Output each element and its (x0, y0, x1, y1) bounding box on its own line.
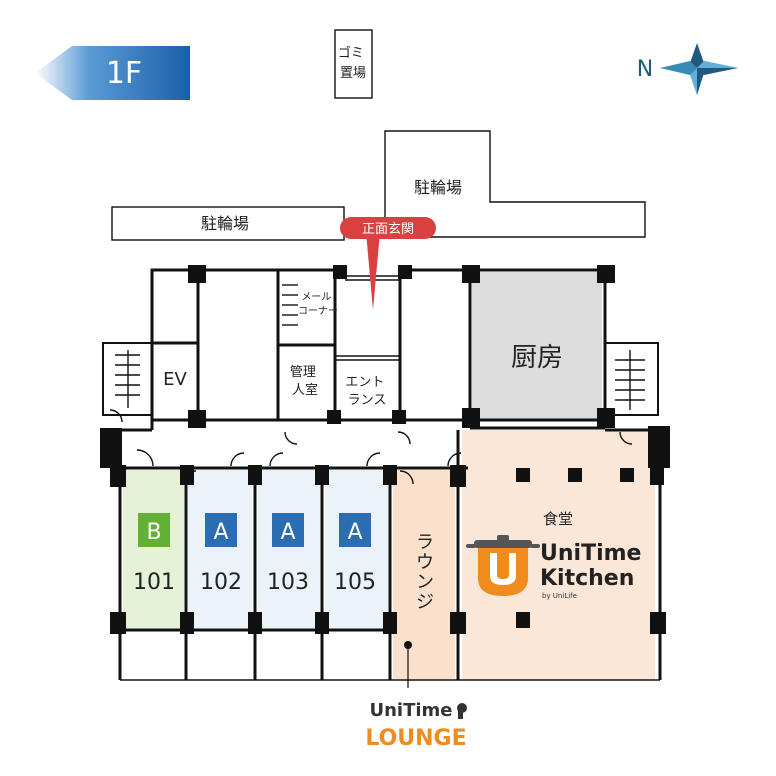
floor-label: 1F (106, 56, 142, 91)
compass-icon: N (637, 43, 738, 95)
unit-103: A 103 (267, 513, 309, 595)
unitime-kitchen-logo: UniTime Kitchen by UniLife (466, 535, 641, 600)
bike-parking-left-label: 駐輪場 (201, 214, 249, 233)
dining-label: 食堂 (543, 510, 573, 528)
entrance-pin-label: 正面玄関 (362, 222, 414, 237)
kitchen-brand-line1: UniTime (540, 541, 641, 566)
unit-105: A 105 (334, 513, 376, 595)
unit-102-fill (188, 470, 252, 628)
unitime-lounge-logo: UniTime LOUNGE (365, 700, 467, 751)
bike-parking-top: 駐輪場 (384, 130, 646, 238)
unit-number-label: 105 (334, 570, 376, 595)
unit-type-label: A (213, 520, 228, 545)
trash-area: ゴミ 置場 (334, 29, 373, 99)
bike-parking-top-label: 駐輪場 (414, 178, 462, 197)
units: B 101 A 102 A 103 A 105 (133, 513, 376, 595)
lounge-label: ラウンジ (416, 532, 434, 613)
unit-number-label: 101 (133, 570, 175, 595)
floor-tag: 1F (35, 46, 190, 100)
lounge-label-text: ラウンジ (416, 532, 434, 613)
kitchen-brand-line2: Kitchen (540, 566, 634, 591)
unit-number-label: 103 (267, 570, 309, 595)
entrance-pin: 正面玄関 (340, 217, 436, 310)
trash-label: ゴミ 置場 (338, 45, 368, 81)
unit-number-label: 102 (200, 570, 242, 595)
building-walls (102, 268, 662, 681)
unit-105-fill (325, 470, 388, 628)
mail-corner-label: メール コーナー (298, 292, 338, 317)
unit-type-label: B (146, 520, 161, 545)
unit-101-fill (123, 470, 184, 628)
lounge-fill (393, 470, 455, 679)
unit-103-fill (258, 470, 320, 628)
unit-type-badge (339, 513, 371, 547)
kitchen-label: 厨房 (511, 343, 563, 373)
unit-101: B 101 (133, 513, 175, 595)
unit-type-badge (272, 513, 304, 547)
structural-pillars (100, 265, 670, 634)
ev-label: EV (163, 369, 187, 390)
entrance-label: エント ランス (345, 375, 388, 408)
unit-type-badge (205, 513, 237, 547)
kitchen-fill (472, 272, 602, 420)
lounge-brand-line2: LOUNGE (365, 726, 466, 751)
manager-room-label: 管理 人室 (290, 365, 320, 398)
kitchen-brand-by: by UniLife (542, 592, 577, 600)
pot-icon (466, 535, 540, 596)
unit-type-label: A (280, 520, 295, 545)
unit-102: A 102 (200, 513, 242, 595)
compass-north-label: N (637, 57, 653, 82)
lounge-brand-line1: UniTime (369, 700, 452, 721)
chef-hat-icon (457, 703, 467, 719)
bike-parking-left: 駐輪場 (111, 206, 345, 241)
unit-type-badge (138, 513, 170, 547)
unit-type-label: A (347, 520, 362, 545)
